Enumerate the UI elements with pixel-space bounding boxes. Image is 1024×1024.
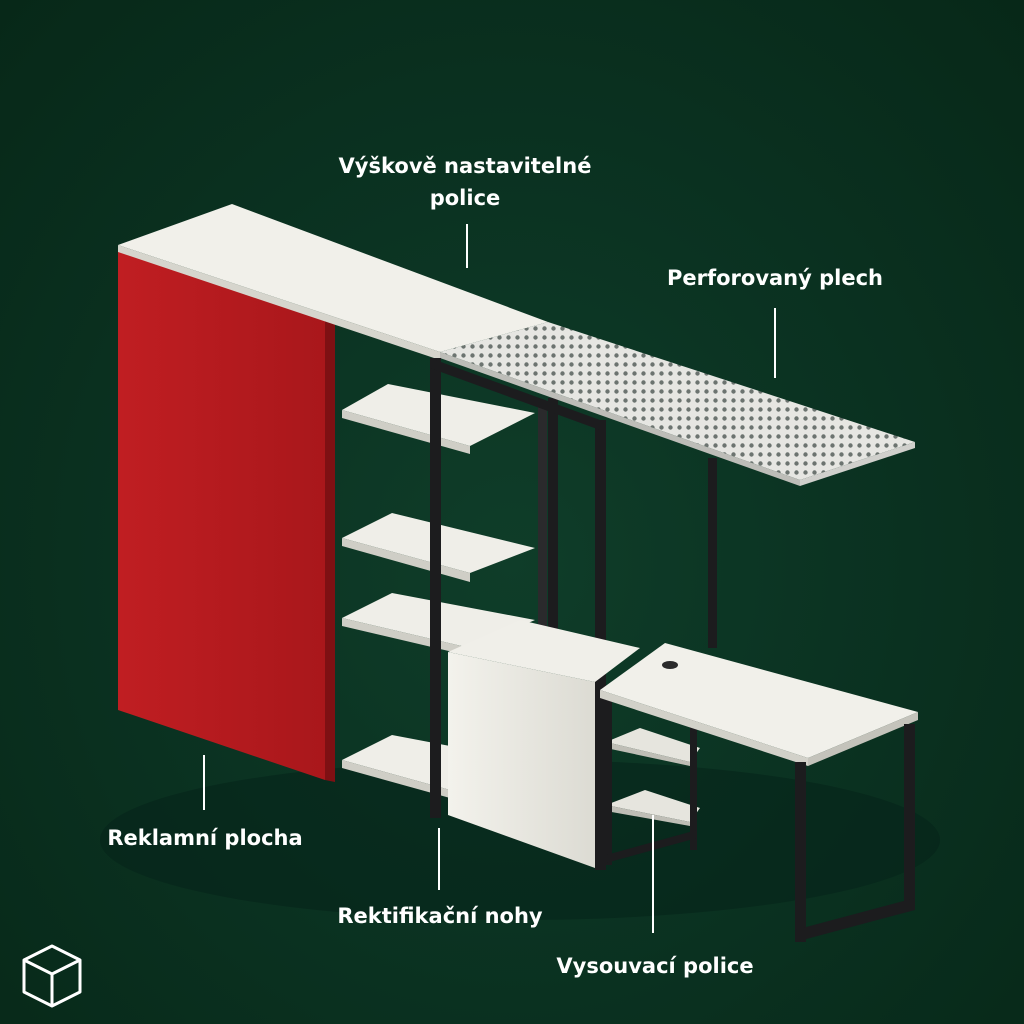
slotted-upright xyxy=(538,405,547,665)
label-adjustable-shelves: Výškově nastavitelné police xyxy=(320,150,610,214)
label-advertising-panel: Reklamní plocha xyxy=(107,826,303,850)
cube-outline-icon xyxy=(22,944,82,1008)
label-pullout-shelves: Vysouvací police xyxy=(556,954,754,978)
leader-adjustable-shelves xyxy=(466,224,468,268)
label-perforated-sheet: Perforovaný plech xyxy=(666,266,884,290)
leader-pullout-shelves xyxy=(652,815,654,933)
label-adjustable-shelves-line2: police xyxy=(429,186,501,210)
white-cabinet xyxy=(448,620,640,868)
advertising-panel xyxy=(118,248,335,782)
pullout-shelves xyxy=(606,700,700,865)
top-board xyxy=(118,204,548,360)
desk xyxy=(600,643,918,942)
leader-perforated-sheet xyxy=(774,308,776,378)
leader-leveling-feet xyxy=(438,828,440,890)
perforated-sheet xyxy=(440,322,915,486)
label-adjustable-shelves-line1: Výškově nastavitelné xyxy=(338,154,592,178)
label-leveling-feet: Rektifikační nohy xyxy=(337,904,543,928)
leader-advertising-panel xyxy=(203,755,205,810)
